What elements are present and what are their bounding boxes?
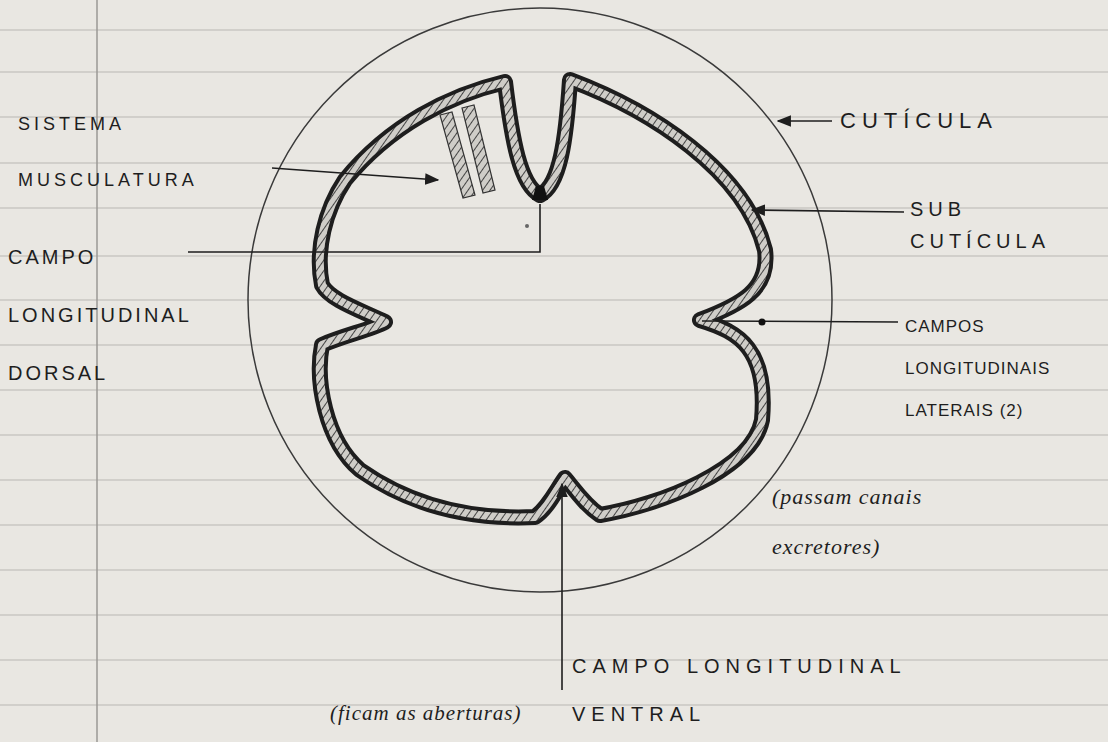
leader-lines — [188, 121, 904, 690]
subcuticle-hatching — [320, 80, 766, 517]
lateral-fields-label: CAMPOS LONGITUDINAIS LATERAIS (2) — [905, 306, 1100, 432]
dorsal-field-label: CAMPO LONGITUDINAL DORSAL — [8, 228, 238, 402]
lateral-field-dot — [759, 319, 766, 326]
subcuticle-label: SUB CUTÍCULA — [910, 193, 1100, 257]
cuticle-label: CUTÍCULA — [840, 104, 1100, 138]
ventral-field-label: CAMPO LONGITUDINAL VENTRAL — [572, 642, 1032, 738]
muscle-label: SISTEMA MUSCULATURA — [18, 96, 268, 208]
muscle-bands — [440, 105, 495, 198]
dorsal-cord-mark — [532, 186, 548, 200]
excretory-note: (passam canais excretores) — [772, 472, 972, 572]
dot — [525, 224, 529, 228]
paper-ruling — [0, 30, 1108, 705]
openings-note: (ficam as aberturas) — [330, 698, 560, 728]
cuticle-circle — [248, 8, 832, 592]
subcuticle-wall — [320, 80, 766, 517]
